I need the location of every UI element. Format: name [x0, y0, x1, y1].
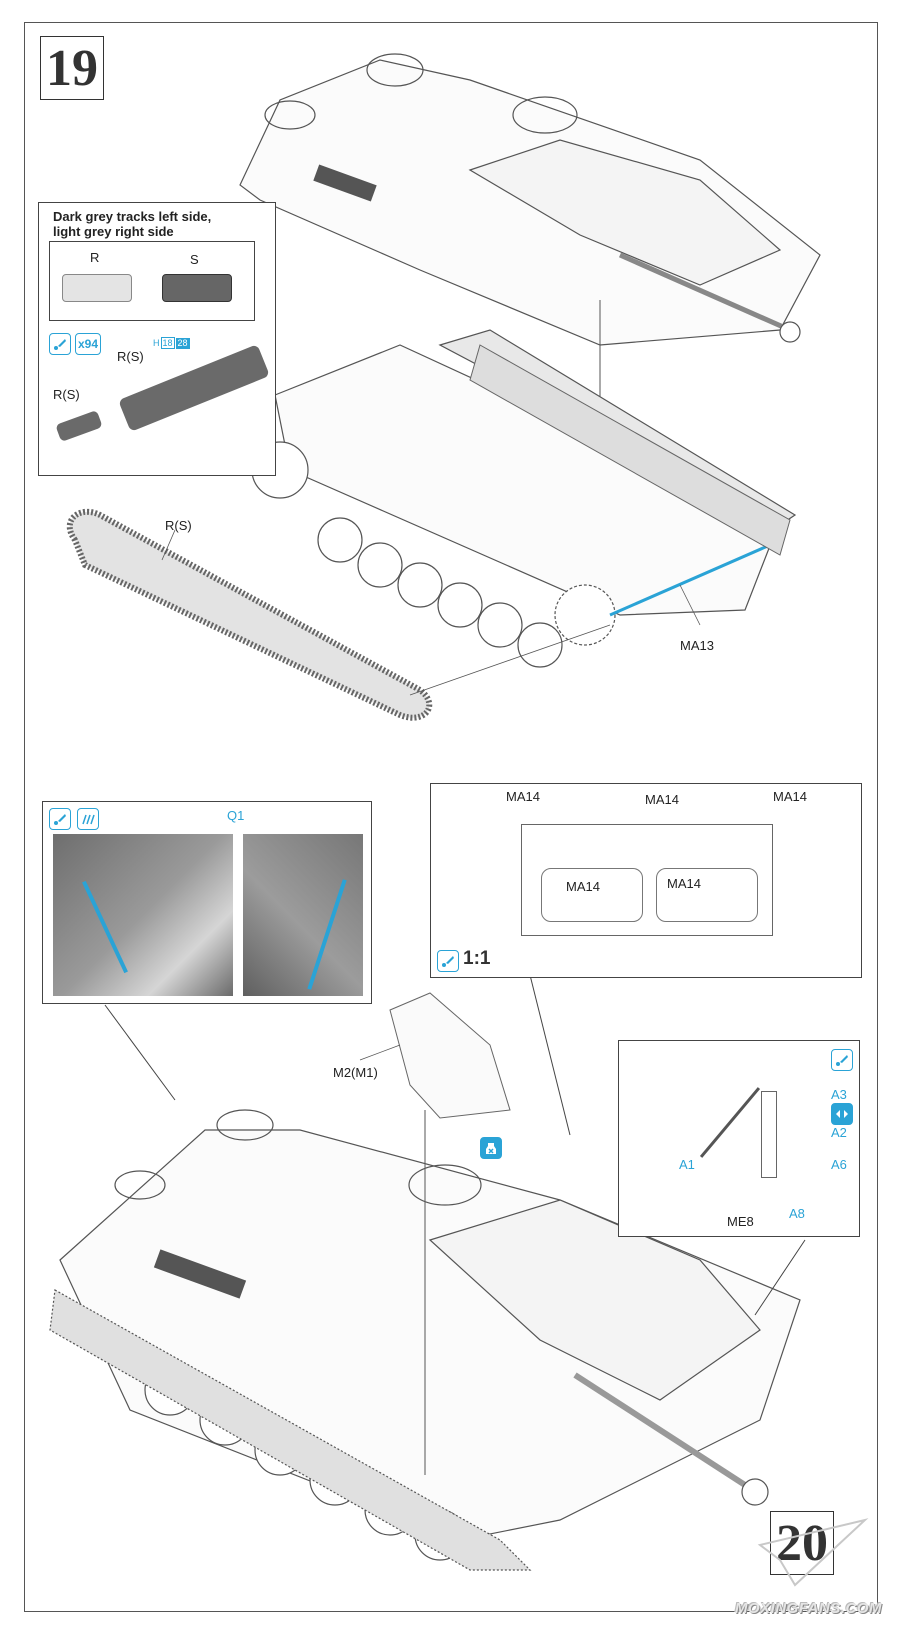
hood-part-label: M2(M1) [333, 1065, 378, 1080]
lower-vehicle-drawing [49, 1109, 801, 1571]
zimmerit-texture-icon [77, 808, 99, 830]
quantity-badge: x94 [75, 333, 101, 355]
road-wheels [317, 517, 563, 668]
variant-label-s: S [190, 252, 199, 267]
movable-part-icon [831, 1103, 853, 1125]
photo-inset: Q1 [42, 801, 372, 1004]
a1-label: A1 [679, 1157, 695, 1172]
watermark: MOXINGFANS.COM [735, 1600, 883, 1617]
upper-hull-drawing [239, 53, 821, 575]
ma14-label-center: MA14 [645, 792, 679, 807]
glue-icon [437, 950, 459, 972]
hatch-left [541, 868, 643, 922]
ma14-label-right: MA14 [773, 789, 807, 804]
jack-mount-inset: A3 A2 A6 A1 A8 ME8 [618, 1040, 860, 1237]
step-number: 19 [46, 39, 98, 97]
hood-part-drawing [389, 992, 511, 1119]
light-grey-track-link [62, 274, 132, 302]
photo-left [53, 834, 233, 996]
part-label-track-run: R(S) [117, 349, 144, 364]
track-variants-box: R S [49, 241, 255, 321]
a3-label: A3 [831, 1087, 847, 1102]
glue-icon [831, 1049, 853, 1071]
rear-plate-drawing [521, 824, 773, 936]
a2-label: A2 [831, 1125, 847, 1140]
me8-label: ME8 [727, 1214, 754, 1229]
part-label-track-link: R(S) [53, 387, 80, 402]
ma14-label-hatch-left: MA14 [566, 879, 600, 894]
q1-label: Q1 [227, 808, 245, 823]
scale-label: 1:1 [463, 948, 491, 969]
left-track-loop [66, 508, 433, 721]
ma13-label: MA13 [680, 638, 714, 653]
sprue-code: H 18 28 [153, 337, 190, 349]
track-note-title: Dark grey tracks left side, light grey r… [53, 209, 212, 239]
photo-right [243, 834, 363, 996]
track-note-inset: Dark grey tracks left side, light grey r… [38, 202, 276, 476]
ma14-label-hatch-right: MA14 [667, 876, 701, 891]
ma13-highlight [609, 543, 771, 617]
jack-mount-post [761, 1091, 777, 1178]
glue-icon [49, 808, 71, 830]
step-number-box: 19 [40, 36, 104, 100]
a6-label: A6 [831, 1157, 847, 1172]
right-track-drawing [469, 344, 791, 556]
do-not-glue-icon [480, 1137, 502, 1159]
glue-icon [49, 333, 71, 355]
dark-grey-track-link [162, 274, 232, 302]
a8-label: A8 [789, 1206, 805, 1221]
track-loop-label: R(S) [165, 518, 192, 533]
page-frame [24, 22, 878, 1612]
rear-plate-inset: MA14 MA14 MA14 MA14 MA14 1:1 [430, 783, 862, 978]
next-step-number-box: 20 [770, 1511, 834, 1575]
hatch-right [656, 868, 758, 922]
variant-label-r: R [90, 250, 100, 265]
ma14-label-left: MA14 [506, 789, 540, 804]
